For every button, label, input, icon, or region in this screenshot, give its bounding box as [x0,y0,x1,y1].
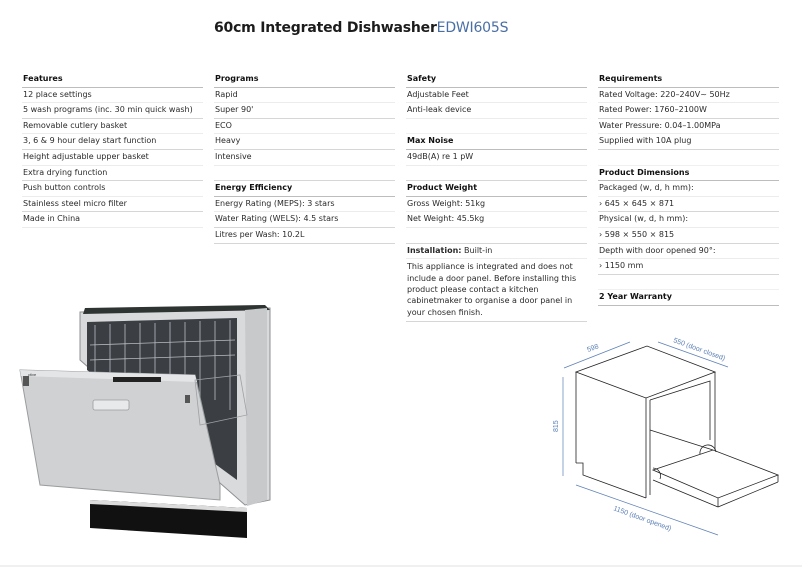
requirements-heading: Requirements [598,72,779,88]
energy-item: Energy Rating (MEPS): 3 stars [214,197,395,213]
energy-item: Litres per Wash: 10.2L [214,228,395,244]
program-item: Intensive [214,150,395,166]
feature-item: Push button controls [22,181,203,197]
feature-item: 12 place settings [22,88,203,104]
program-item: Heavy [214,134,395,150]
noise-item: 49dB(A) re 1 pW [406,150,587,166]
safety-column: Safety Adjustable Feet Anti-leak device … [406,72,587,323]
program-item: Super 90' [214,103,395,119]
installation-note: This appliance is integrated and does no… [406,259,587,323]
energy-item: Water Rating (WELS): 4.5 stars [214,212,395,228]
installation-value: Built-in [461,245,493,255]
spacer [598,275,779,291]
program-item: Rapid [214,88,395,104]
feature-item: Removable cutlery basket [22,119,203,135]
feature-item: 3, 6 & 9 hour delay start function [22,134,203,150]
spacer [406,228,587,244]
dimension-label: Physical (w, d, h mm): [598,212,779,228]
dimensions-heading: Product Dimensions [598,166,779,182]
page-footer-rule [0,565,802,567]
spacer [406,119,587,135]
safety-item: Adjustable Feet [406,88,587,104]
requirement-item: Water Pressure: 0.04–1.00MPa [598,119,779,135]
height-label: 815 [553,420,560,432]
safety-item: Anti-leak device [406,103,587,119]
features-heading: Features [22,72,203,88]
page-title: 60cm Integrated DishwasherEDWI605S [214,20,508,36]
model-number: EDWI605S [436,20,509,36]
weight-item: Gross Weight: 51kg [406,197,587,213]
programs-heading: Programs [214,72,395,88]
requirement-item: Rated Power: 1760–2100W [598,103,779,119]
feature-item: Stainless steel micro filter [22,197,203,213]
dimension-value: › 598 × 550 × 815 [598,228,779,244]
svg-text:ctive: ctive [28,372,37,377]
installation-label: Installation: [407,245,462,255]
requirement-item: Supplied with 10A plug [598,134,779,150]
dimension-value: › 1150 mm [598,259,779,275]
programs-column: Programs Rapid Super 90' ECO Heavy Inten… [214,72,395,244]
installation-heading: Installation: Built-in [406,244,587,260]
dishwasher-photo: ctive [19,305,271,538]
feature-item: Made in China [22,212,203,228]
width-label: 598 [586,343,599,354]
feature-item: 5 wash programs (inc. 30 min quick wash) [22,103,203,119]
dimensions-diagram: 598 550 (door closed) 815 1150 (door ope… [553,337,780,536]
spacer [598,150,779,166]
weight-item: Net Weight: 45.5kg [406,212,587,228]
requirements-column: Requirements Rated Voltage: 220–240V~ 50… [598,72,779,306]
product-name: 60cm Integrated Dishwasher [214,20,437,36]
weight-heading: Product Weight [406,181,587,197]
spacer [406,166,587,182]
energy-heading: Energy Efficiency [214,181,395,197]
requirement-item: Rated Voltage: 220–240V~ 50Hz [598,88,779,104]
program-item: ECO [214,119,395,135]
open-depth-label: 1150 (door opened) [612,505,672,532]
dimension-label: Depth with door opened 90°: [598,244,779,260]
noise-heading: Max Noise [406,134,587,150]
safety-heading: Safety [406,72,587,88]
dimension-label: Packaged (w, d, h mm): [598,181,779,197]
spacer [214,166,395,182]
features-column: Features 12 place settings 5 wash progra… [22,72,203,228]
dimension-value: › 645 × 645 × 871 [598,197,779,213]
warranty-heading: 2 Year Warranty [598,290,779,306]
feature-item: Extra drying function [22,166,203,182]
feature-item: Height adjustable upper basket [22,150,203,166]
